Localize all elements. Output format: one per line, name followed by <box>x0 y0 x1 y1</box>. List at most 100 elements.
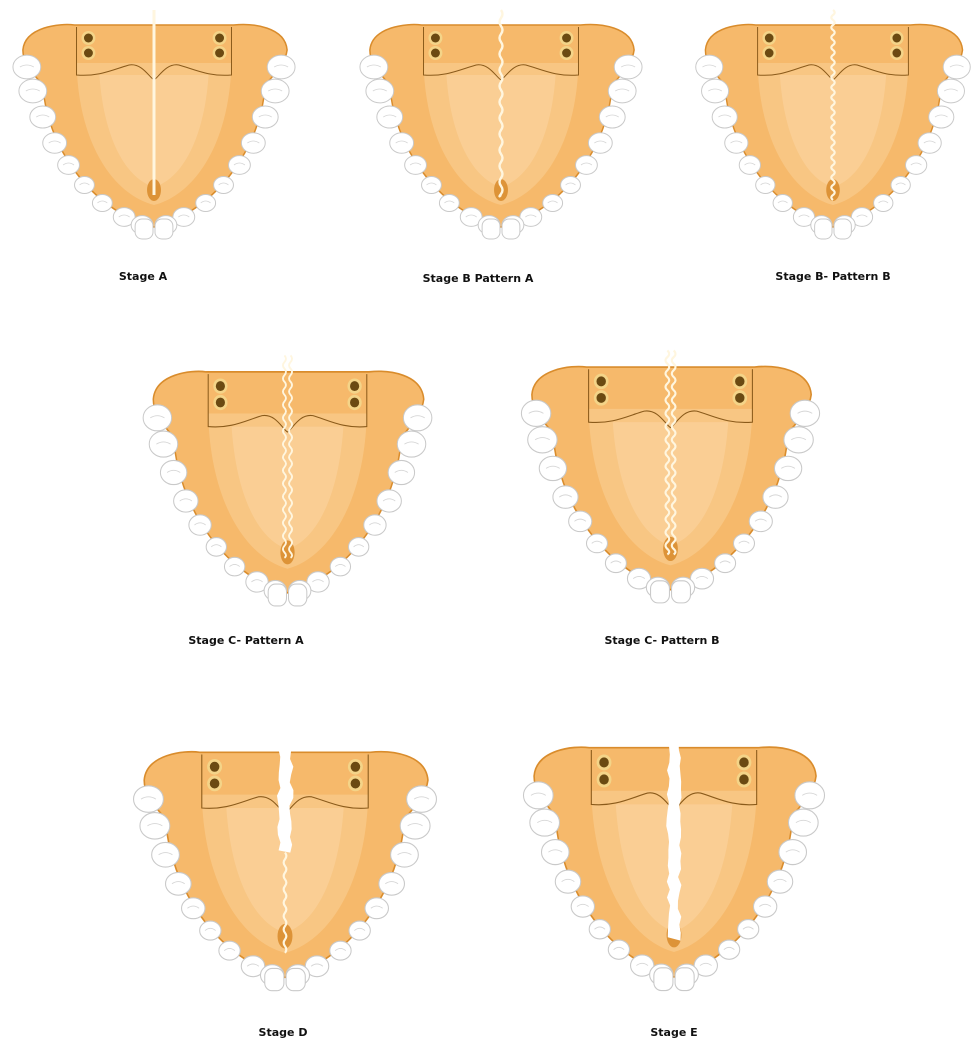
tooth <box>530 809 560 836</box>
palatine-foramen <box>739 757 749 767</box>
tooth <box>360 55 388 79</box>
tooth <box>779 840 807 865</box>
palatine-foramen <box>216 381 225 391</box>
caption-stage-b-pattern-a: Stage B Pattern A <box>423 272 534 285</box>
tooth <box>330 941 351 960</box>
tooth <box>140 813 170 840</box>
palate-group <box>134 741 437 991</box>
palatine-foramen <box>892 34 901 43</box>
caption-stage-c-pattern-b: Stage C- Pattern B <box>604 634 719 647</box>
palate-diagram-stage-a <box>5 5 303 250</box>
tooth <box>13 55 41 79</box>
tooth <box>767 870 792 893</box>
tooth <box>143 405 171 431</box>
tooth <box>189 515 211 535</box>
tooth <box>422 177 442 194</box>
incisor-tooth <box>482 219 500 239</box>
incisor-tooth <box>672 581 691 603</box>
caption-stage-e: Stage E <box>650 1026 697 1039</box>
tooth <box>754 896 777 917</box>
tooth <box>539 456 566 480</box>
tooth <box>918 133 941 153</box>
palate-diagram-stage-b-pattern-a <box>352 5 650 250</box>
tooth <box>749 511 772 532</box>
tooth <box>391 842 419 867</box>
tooth <box>174 490 198 512</box>
palatine-foramen <box>210 778 220 788</box>
tooth <box>587 534 608 553</box>
tooth <box>397 431 425 457</box>
tooth <box>738 920 759 939</box>
tooth <box>196 195 216 212</box>
palatine-foramen <box>596 393 605 403</box>
tooth <box>200 921 221 940</box>
palate-group <box>521 351 819 603</box>
palate-diagram-stage-c-pattern-a <box>135 350 440 618</box>
palatine-foramen <box>765 34 774 43</box>
tooth <box>588 133 612 153</box>
palatine-foramen <box>765 49 774 58</box>
tooth <box>795 782 825 809</box>
tooth <box>388 460 414 484</box>
palatine-foramen <box>599 757 609 767</box>
tooth <box>702 79 729 103</box>
tooth <box>160 460 186 484</box>
palate-group <box>13 10 295 239</box>
tooth <box>784 427 813 453</box>
palate-group <box>523 731 824 991</box>
tooth <box>75 177 95 194</box>
tooth <box>756 177 775 194</box>
tooth <box>891 177 910 194</box>
palatine-foramen <box>431 34 440 43</box>
incisor-tooth <box>289 584 307 606</box>
tooth <box>599 106 625 128</box>
tooth <box>734 534 755 553</box>
tooth <box>219 941 240 960</box>
incisor-tooth <box>651 581 670 603</box>
tooth <box>166 872 192 895</box>
tooth <box>229 156 251 175</box>
tooth <box>561 177 581 194</box>
tooth <box>521 400 550 426</box>
tooth <box>400 813 430 840</box>
incisor-tooth <box>654 968 673 991</box>
tooth <box>943 55 970 79</box>
incisor-tooth <box>502 219 520 239</box>
palate-group <box>696 10 971 239</box>
tooth <box>267 55 295 79</box>
tooth <box>608 79 636 103</box>
tooth <box>763 486 788 508</box>
palate-diagram-stage-c-pattern-b <box>513 345 828 615</box>
tooth <box>725 133 748 153</box>
tooth <box>58 156 80 175</box>
tooth <box>152 842 180 867</box>
tooth <box>349 538 369 557</box>
tooth <box>252 106 278 128</box>
palate-group <box>143 355 432 605</box>
tooth <box>874 195 893 212</box>
tooth <box>403 405 431 431</box>
palate-diagram-stage-b-pattern-b <box>688 5 977 250</box>
tooth <box>605 554 626 573</box>
palatine-foramen <box>892 49 901 58</box>
palatine-foramen <box>431 49 440 58</box>
tooth <box>405 156 427 175</box>
palatine-foramen <box>599 774 609 784</box>
tooth <box>241 133 265 153</box>
tooth <box>365 898 388 919</box>
palatine-foramen <box>215 34 224 43</box>
tooth <box>569 511 592 532</box>
palatine-foramen <box>216 398 225 408</box>
tooth <box>30 106 56 128</box>
tooth <box>523 782 553 809</box>
tooth <box>773 195 792 212</box>
incisive-papilla <box>494 179 508 201</box>
palatine-foramen <box>351 762 361 772</box>
tooth <box>542 840 570 865</box>
tooth <box>739 156 760 175</box>
tooth <box>377 490 401 512</box>
incisor-tooth <box>265 968 284 990</box>
palatine-foramen <box>350 381 359 391</box>
tooth <box>390 133 414 153</box>
tooth <box>614 55 642 79</box>
